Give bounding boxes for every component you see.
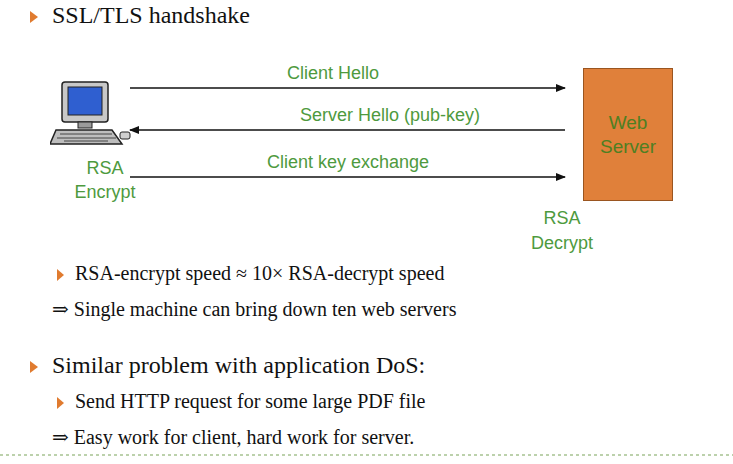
bullet-triangle bbox=[57, 397, 64, 409]
bullet-triangle bbox=[30, 11, 38, 23]
bullet-text: ⇒ Single machine can bring down ten web … bbox=[52, 297, 456, 321]
server-caption: RSA Decrypt bbox=[512, 206, 612, 256]
server-box: Web Server bbox=[583, 68, 673, 201]
bullet-triangle bbox=[57, 269, 64, 281]
bullet-text: Similar problem with application DoS: bbox=[52, 352, 425, 379]
bullet-triangle bbox=[30, 361, 38, 373]
message-arrow bbox=[130, 87, 565, 89]
message-label: Server Hello (pub-key) bbox=[300, 104, 480, 126]
bullet-text: ⇒ Easy work for client, hard work for se… bbox=[52, 425, 414, 449]
bullet-text: Send HTTP request for some large PDF fil… bbox=[75, 390, 426, 413]
message-label: Client Hello bbox=[287, 62, 379, 84]
bullet-text: RSA-encrypt speed ≈ 10× RSA-decrypt spee… bbox=[75, 262, 444, 285]
client-caption: RSA Encrypt bbox=[55, 156, 155, 204]
message-arrow bbox=[130, 176, 565, 178]
computer-icon bbox=[50, 80, 135, 148]
slide-title: SSL/TLS handshake bbox=[52, 2, 250, 29]
message-label: Client key exchange bbox=[267, 151, 429, 173]
client-node: RSA Encrypt bbox=[50, 80, 135, 204]
message-arrow bbox=[130, 129, 565, 131]
server-label: Web Server bbox=[589, 107, 667, 163]
divider-line bbox=[0, 454, 733, 455]
